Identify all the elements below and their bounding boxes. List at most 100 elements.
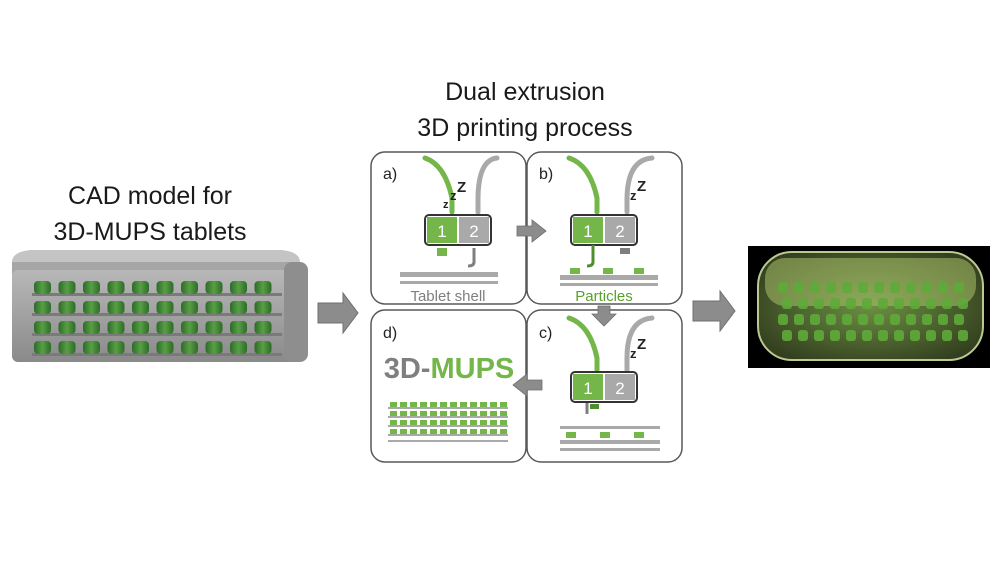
particle [254, 301, 272, 314]
particle [958, 330, 968, 341]
particle [181, 281, 198, 294]
panel-a-label: a) [383, 166, 397, 183]
particle [34, 301, 51, 314]
particle [470, 420, 477, 425]
particle [814, 330, 824, 341]
particle [480, 420, 487, 425]
particle [460, 429, 467, 434]
layer-line [388, 425, 508, 427]
arrow-to-photo [692, 289, 736, 333]
particle [181, 321, 198, 334]
panel-c-label: c) [539, 325, 552, 342]
shelf-divider [32, 353, 282, 356]
printed-tablet-photo [748, 246, 990, 368]
3d-mups-logo: 3D-MUPS [384, 353, 515, 385]
particle [810, 282, 820, 293]
particle [450, 411, 457, 416]
particle [205, 281, 223, 294]
arrow-a-to-b [516, 219, 547, 243]
particle [878, 298, 888, 309]
particle [440, 420, 447, 425]
particle [910, 298, 920, 309]
particle [230, 301, 247, 314]
particle [926, 298, 936, 309]
particle [430, 411, 437, 416]
particle [470, 402, 477, 407]
particle [390, 402, 397, 407]
particle [490, 429, 497, 434]
particle [205, 321, 223, 334]
particle [480, 429, 487, 434]
nozzle-1-label: 1 [583, 379, 592, 398]
particle [410, 402, 417, 407]
particle [205, 341, 223, 354]
particle [420, 429, 427, 434]
particle [34, 281, 51, 294]
nozzle-2-label: 2 [615, 379, 624, 398]
particle [34, 321, 51, 334]
nozzle-1-label: 1 [583, 222, 592, 241]
particle [500, 429, 507, 434]
particle [420, 420, 427, 425]
particle [938, 314, 948, 325]
particle [910, 330, 920, 341]
particle [906, 314, 916, 325]
tablet-shell-side [284, 262, 308, 362]
particle [400, 429, 407, 434]
particle [410, 420, 417, 425]
particle [830, 298, 840, 309]
particle [460, 402, 467, 407]
particle [846, 298, 856, 309]
sleep-icon: Z [457, 179, 466, 196]
particle [470, 429, 477, 434]
particle [156, 281, 174, 294]
panel-b-caption: Particles [575, 288, 633, 305]
particle [958, 298, 968, 309]
particle [926, 330, 936, 341]
particle [390, 420, 397, 425]
particle [470, 411, 477, 416]
particle [942, 298, 952, 309]
particle [858, 282, 868, 293]
cad-title-line-1: CAD model for [68, 182, 232, 210]
particle [798, 330, 808, 341]
particle [58, 341, 76, 354]
printed-layers [388, 402, 508, 442]
particle [874, 282, 884, 293]
particle [794, 314, 804, 325]
particle [906, 282, 916, 293]
filament-1 [422, 155, 455, 215]
particle [430, 420, 437, 425]
particle [778, 314, 788, 325]
particle [954, 282, 964, 293]
particle [858, 314, 868, 325]
panel-b-label: b) [539, 166, 553, 183]
particle [778, 282, 788, 293]
arrow-c-to-d [512, 373, 543, 397]
particle [782, 330, 792, 341]
particle [58, 281, 76, 294]
cad-tablet-model [12, 250, 308, 362]
particle [390, 429, 397, 434]
particle [922, 314, 932, 325]
particle [862, 330, 872, 341]
layer-line [388, 440, 508, 442]
nozzle-2 [459, 217, 489, 243]
particle [107, 301, 125, 314]
shelf-divider [32, 333, 282, 336]
tablet-shell-top-rim [12, 250, 300, 262]
particle [83, 301, 100, 314]
particle [490, 420, 497, 425]
particle [83, 341, 100, 354]
sleep-icon: z [630, 346, 637, 361]
particle [181, 301, 198, 314]
panel-a: a) z z Z 1 2 Tablet shell [370, 151, 527, 305]
particle [878, 330, 888, 341]
layer-line [388, 434, 508, 436]
particle [814, 298, 824, 309]
particle [132, 341, 149, 354]
particle [132, 281, 149, 294]
particle [34, 341, 51, 354]
process-title-line-1: Dual extrusion [445, 78, 605, 106]
